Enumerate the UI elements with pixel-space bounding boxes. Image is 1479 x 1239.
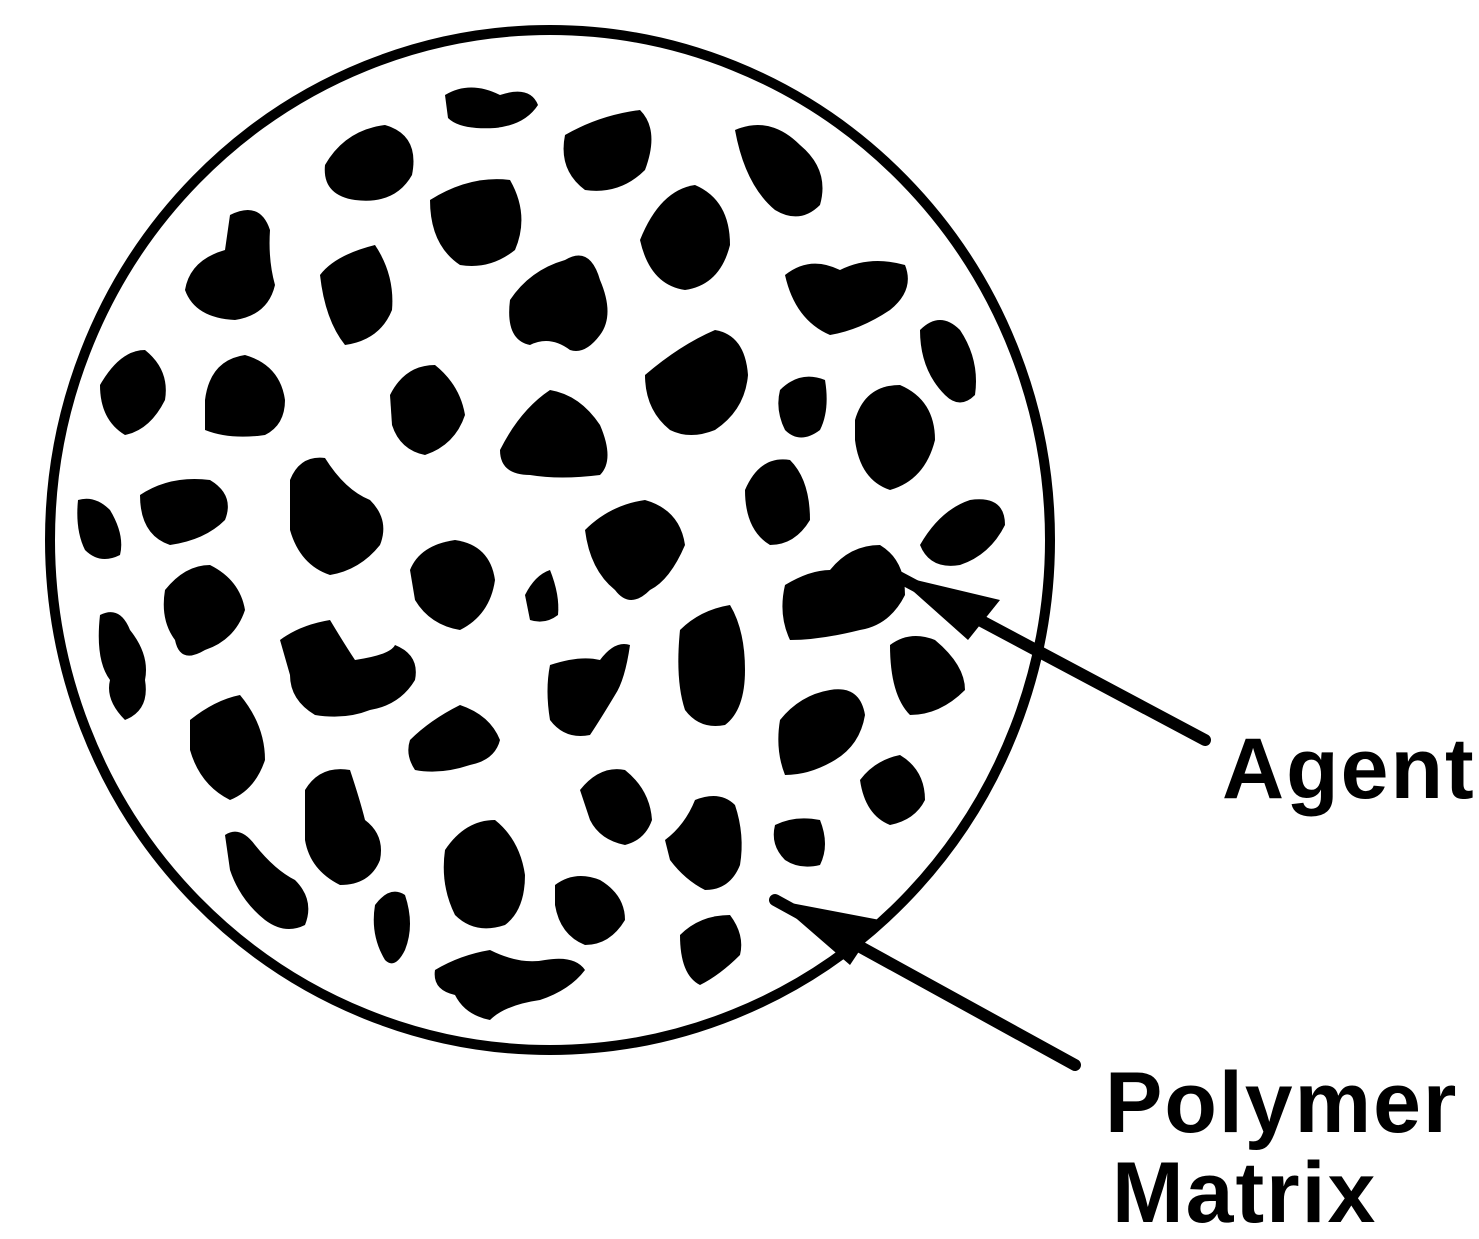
agent-particle [320,245,392,345]
agent-particle [430,179,521,266]
agent-particle [280,620,416,717]
agent-particle [325,125,414,201]
agent-particle [500,390,608,478]
agent-particle [99,612,146,720]
agent-label: Agent [1222,721,1476,817]
agent-particle [860,755,925,825]
polymer-matrix-circle [50,30,1050,1050]
agent-particle [305,769,381,885]
polymer-label: Polymer [1105,1055,1458,1151]
agent-particle [374,892,410,964]
agent-particle [745,459,810,545]
agent-arrowhead [895,575,1000,640]
agent-particle [774,818,825,866]
agent-particle [678,605,745,726]
agent-particle [782,545,905,640]
agent-particle [525,570,558,622]
agent-particle [920,499,1005,566]
matrix-label: Matrix [1112,1145,1377,1239]
agent-particle [640,185,730,290]
agent-particle [164,565,245,656]
agent-particle [778,689,865,775]
agent-particle [410,540,495,630]
agent-particle [77,499,121,559]
leader-lines [775,575,1205,1065]
agent-particle [100,350,166,435]
agent-particle [435,950,585,1020]
agent-particle [444,820,525,928]
agent-particle [555,876,625,945]
agent-particle [735,125,823,216]
agent-particle [920,320,976,403]
agent-particle [445,88,538,129]
agent-particle [785,261,908,335]
agent-particle [185,210,275,320]
agent-particle [509,256,607,352]
agent-particle [140,479,228,545]
agent-particle [890,636,965,715]
agent-particle [580,769,652,845]
agent-particle [645,330,748,435]
agent-particle [564,110,652,191]
agent-particle [665,796,742,890]
agent-particle [778,377,826,438]
agent-particle [548,644,631,736]
agent-particle [225,832,308,929]
agent-particle [390,365,465,455]
agent-particle [680,915,741,985]
agent-particle [855,385,935,490]
agent-particle [585,500,685,600]
agent-particle [190,695,265,800]
agent-particle [408,705,500,772]
agent-particles [77,88,1005,1021]
agent-particle [290,458,383,575]
agent-particle [205,355,285,437]
